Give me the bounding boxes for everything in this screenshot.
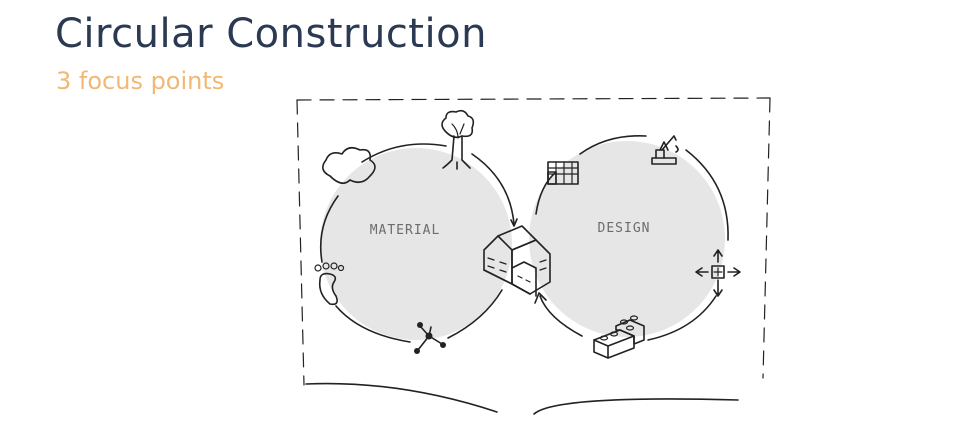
expand-arrows-icon — [695, 249, 741, 297]
lego-bricks-icon — [593, 315, 645, 359]
footprint-icon — [314, 262, 345, 306]
material-label: MATERIAL — [370, 223, 441, 238]
material-circle: MATERIAL — [319, 143, 518, 343]
design-circle: DESIGN — [529, 135, 729, 341]
tree-icon — [441, 109, 475, 170]
molecule-icon — [414, 322, 446, 354]
cloud-icon — [322, 146, 376, 184]
dashed-frame — [296, 97, 771, 415]
design-label: DESIGN — [598, 221, 651, 236]
page-subtitle: 3 focus points — [56, 67, 225, 95]
page-title: Circular Construction — [55, 11, 487, 57]
building-facade-icon — [547, 161, 579, 185]
building-icon — [483, 225, 551, 297]
crane-icon — [651, 135, 679, 165]
